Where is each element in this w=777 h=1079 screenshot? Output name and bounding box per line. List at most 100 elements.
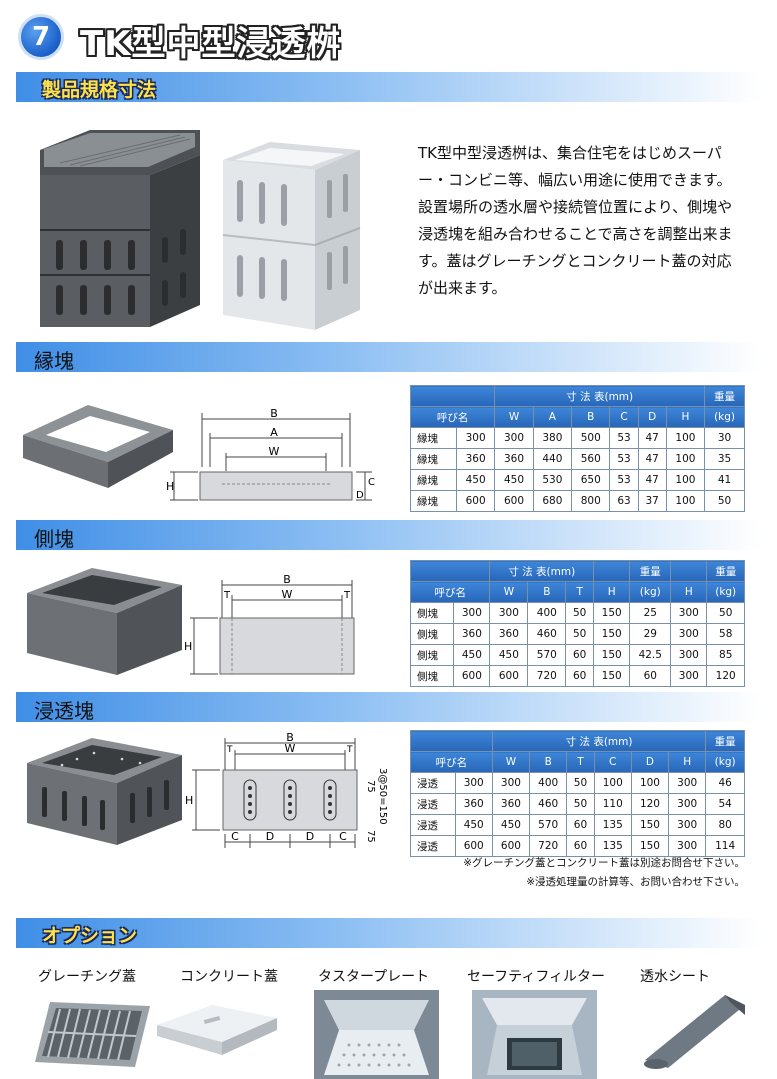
table-cell: 60: [629, 665, 672, 687]
intro-text: TK型中型浸透桝は、集合住宅をはじめスーパー・コンビニ等、幅広い用途に使用できま…: [418, 144, 733, 297]
perm-dim-75-top: 75: [365, 780, 376, 793]
table-cell: 300: [670, 644, 708, 666]
table-cell: 100: [630, 772, 670, 794]
side-dim-W: W: [282, 588, 293, 601]
table-cell: 300: [670, 623, 708, 645]
row-name: 側塊: [409, 665, 455, 687]
rim-dim-D: D: [356, 490, 364, 501]
table-cell: 360: [489, 623, 529, 645]
table-cell: 47: [637, 448, 667, 470]
table-cell: 100: [593, 772, 632, 794]
table-cell: 29: [629, 623, 672, 645]
rim-section-title: 縁塊: [34, 349, 74, 373]
table-cell: 60: [565, 644, 595, 666]
row-name: 浸透: [410, 793, 456, 815]
side-col-H2: H: [670, 581, 708, 603]
table-cell: 41: [704, 469, 745, 491]
table-cell: 560: [571, 448, 611, 470]
table-cell: 150: [630, 835, 670, 857]
rim-col-D: D: [637, 406, 667, 428]
side-col-T: T: [565, 581, 595, 603]
table-cell: 460: [527, 623, 567, 645]
row-name: 側塊: [409, 623, 455, 645]
perm-col-kg: (kg): [705, 751, 745, 773]
perm-col-B: B: [529, 751, 568, 773]
product-photo-white-block: [222, 142, 361, 330]
table-cell: 570: [529, 814, 568, 836]
table-cell: 30: [704, 427, 745, 449]
table-cell: 680: [532, 490, 573, 512]
table-cell: 450: [491, 814, 531, 836]
perm-dim-T-right: T: [346, 745, 353, 755]
row-name: 側塊: [409, 644, 455, 666]
perm-dim-B: B: [286, 731, 294, 744]
rim-col-W: W: [494, 406, 534, 428]
table-cell: 720: [527, 665, 567, 687]
perm-dim-C-left: C: [231, 830, 239, 843]
table-cell: 300: [668, 835, 707, 857]
table-cell: 150: [593, 665, 631, 687]
table-cell: 570: [527, 644, 567, 666]
side-table-weight-header-2: 重量: [706, 560, 745, 582]
perm-dim-75-bottom: 75: [365, 830, 376, 843]
table-cell: 50: [565, 602, 595, 624]
side-col-name: 呼び名: [409, 581, 491, 603]
table-cell: 500: [571, 427, 611, 449]
option-image-safety-filter: [472, 990, 597, 1079]
rim-block-illustration: [23, 405, 173, 488]
side-col-H1: H: [593, 581, 631, 603]
table-cell: 46: [705, 772, 745, 794]
table-cell: 400: [527, 602, 567, 624]
rim-dim-H: H: [166, 480, 174, 493]
perm-col-D: D: [630, 751, 670, 773]
side-table-blank: [409, 560, 491, 582]
row-size: 450: [455, 469, 496, 491]
option-image-grating: [35, 1002, 150, 1067]
perm-section-band: 浸透塊: [16, 692, 761, 723]
side-section-title: 側塊: [34, 527, 74, 551]
row-size: 600: [455, 490, 496, 512]
table-cell: 300: [670, 602, 708, 624]
row-name: 縁塊: [410, 427, 457, 449]
table-cell: 35: [704, 448, 745, 470]
option-label-permeable-sheet: 透水シート: [640, 969, 710, 985]
rim-col-H: H: [665, 406, 706, 428]
side-table-blank-H2: [670, 560, 708, 582]
row-size: 450: [454, 814, 493, 836]
table-cell: 150: [630, 814, 670, 836]
table-cell: 150: [593, 602, 631, 624]
side-col-W: W: [489, 581, 529, 603]
table-cell: 60: [566, 814, 595, 836]
table-cell: 53: [609, 448, 639, 470]
product-photo-gray-assembly: [40, 130, 200, 327]
table-cell: 47: [637, 469, 667, 491]
perm-col-C: C: [593, 751, 632, 773]
row-size: 600: [454, 835, 493, 857]
side-dim-B: B: [283, 573, 291, 586]
table-cell: 300: [494, 427, 534, 449]
table-cell: 50: [566, 793, 595, 815]
rim-col-kg: (kg): [704, 406, 745, 428]
perm-col-H: H: [668, 751, 707, 773]
row-size: 450: [453, 644, 491, 666]
table-cell: 600: [489, 665, 529, 687]
side-col-kg2: (kg): [706, 581, 745, 603]
side-col-B: B: [527, 581, 567, 603]
row-name: 浸透: [410, 772, 456, 794]
table-cell: 450: [494, 469, 534, 491]
section-number-badge: 7: [18, 14, 64, 60]
table-cell: 50: [565, 623, 595, 645]
option-image-concrete-lid: [157, 1005, 277, 1055]
spec-section-title: 製品規格寸法: [42, 79, 157, 101]
perm-dim-W: W: [285, 742, 296, 755]
table-cell: 53: [609, 427, 639, 449]
option-section-band: オプション: [16, 918, 761, 948]
